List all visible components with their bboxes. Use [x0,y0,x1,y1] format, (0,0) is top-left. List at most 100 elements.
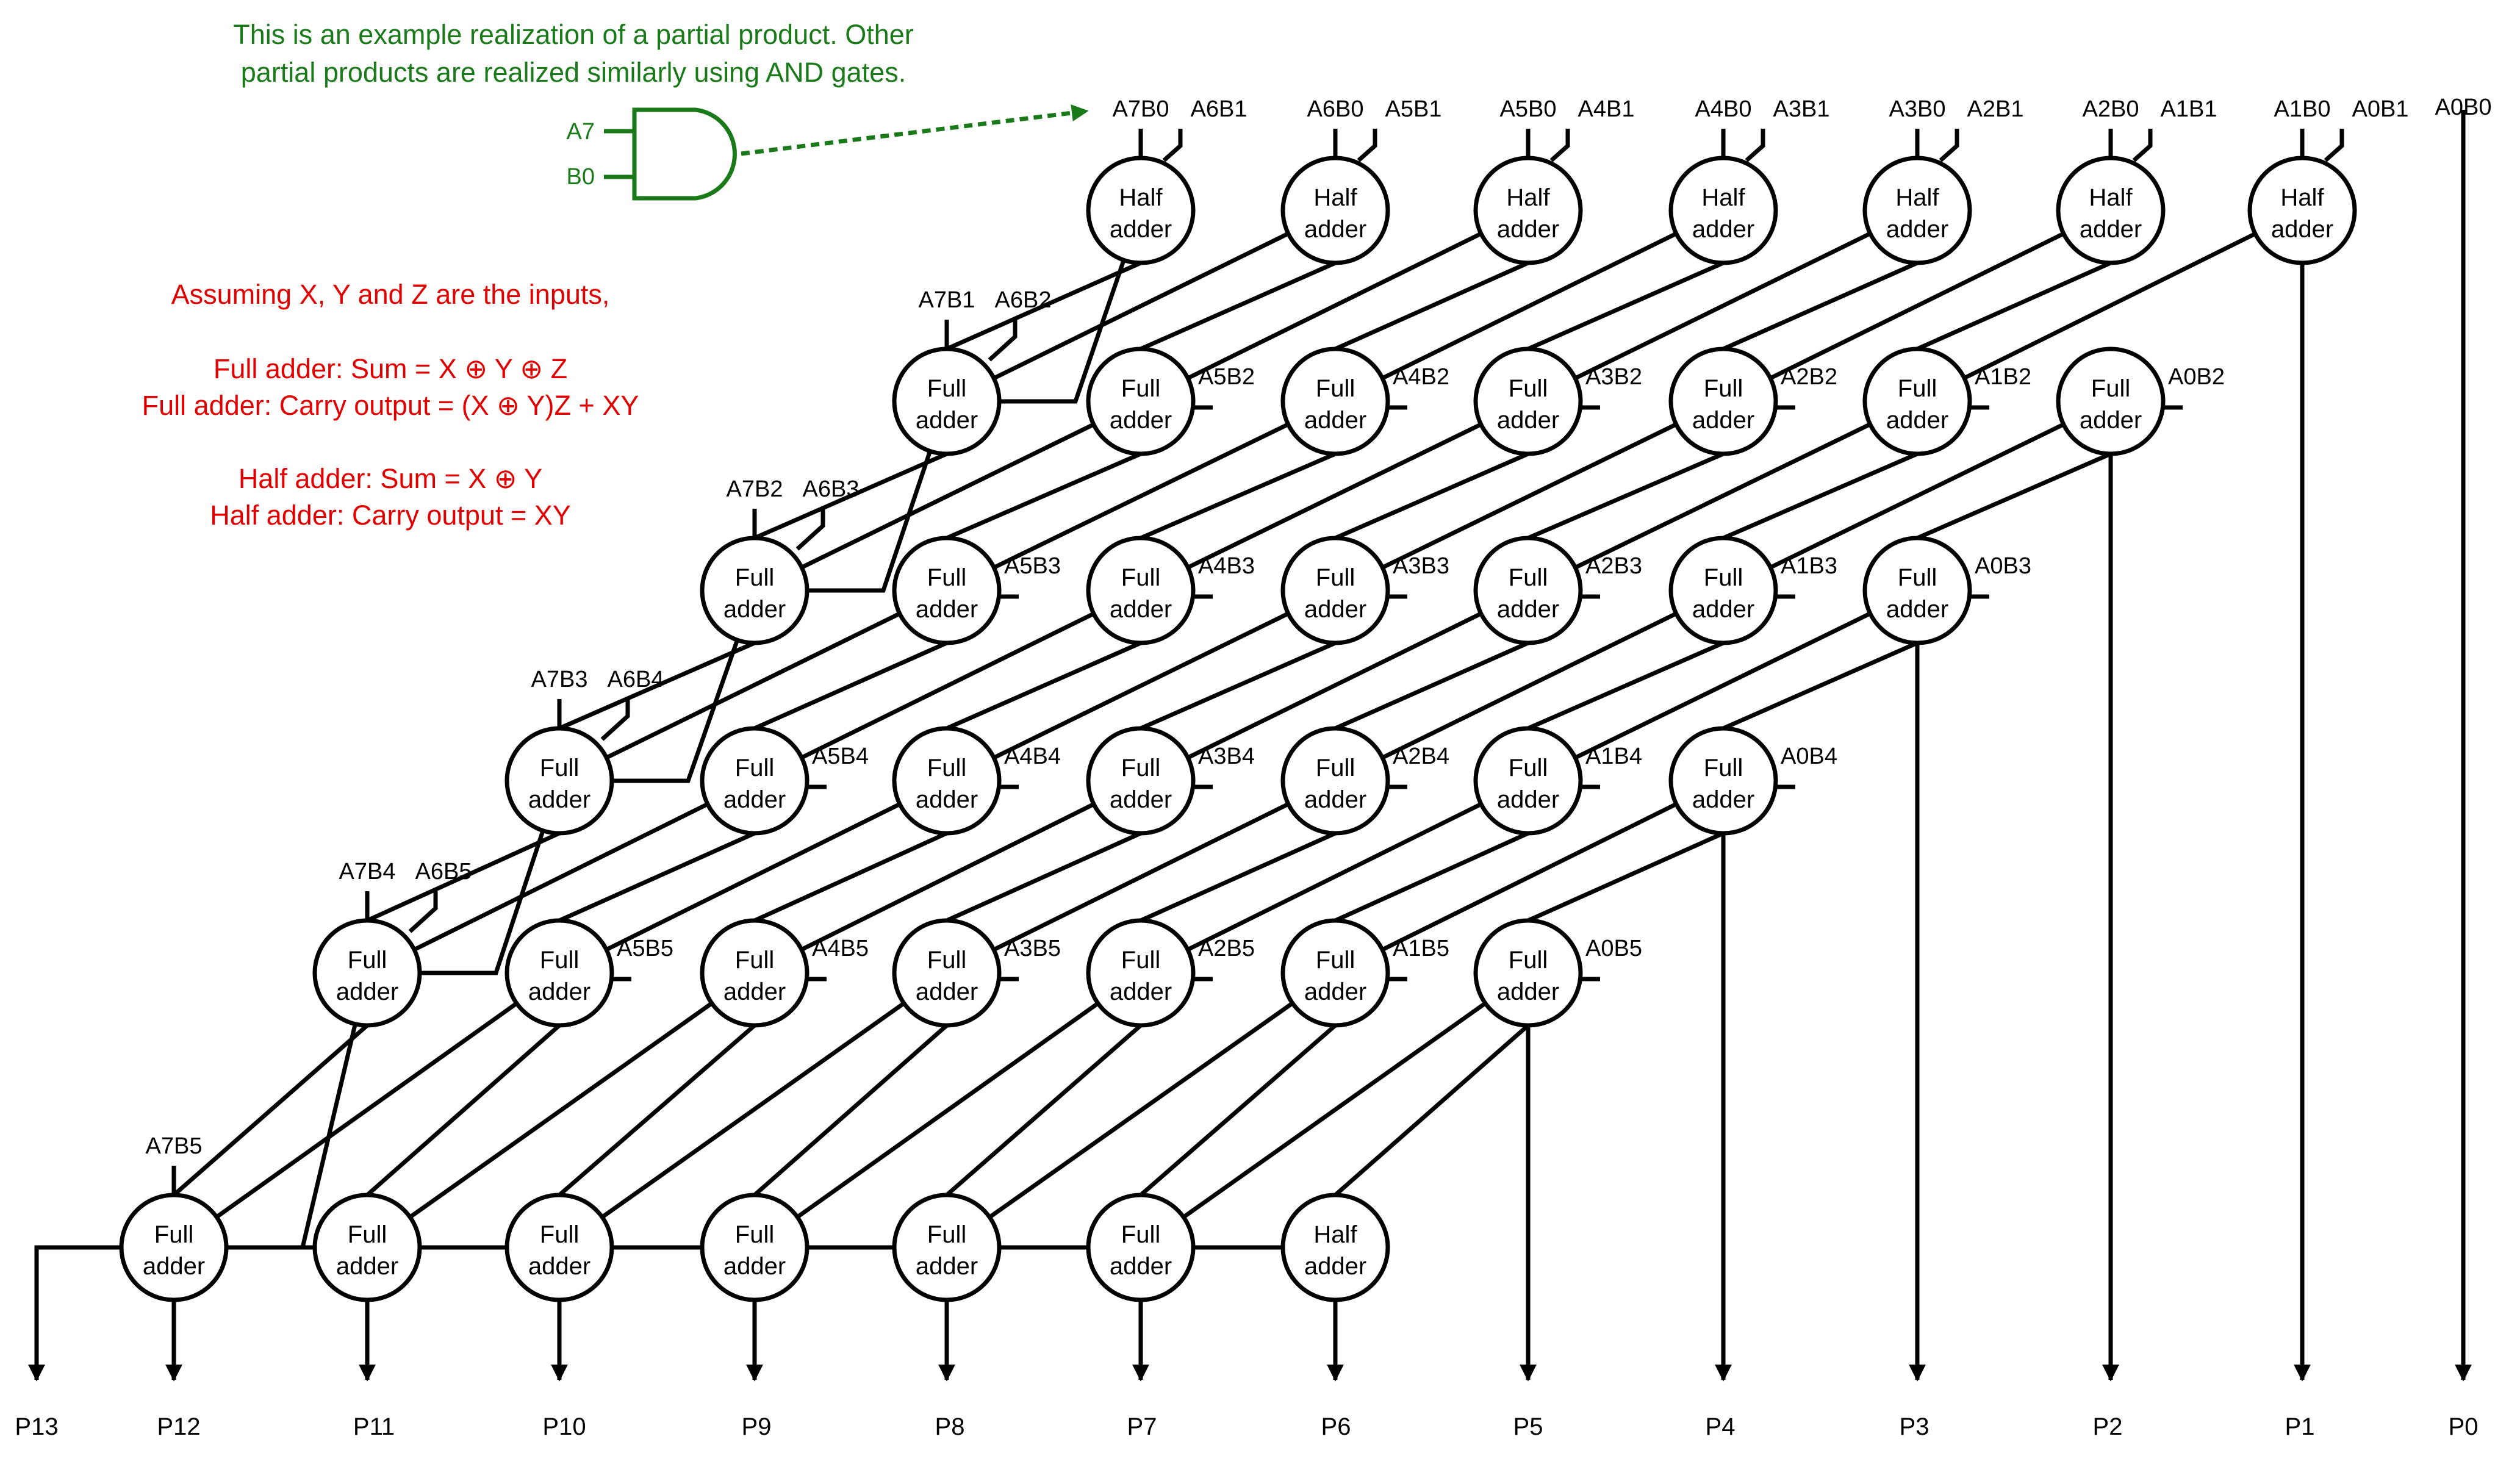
carry-wire [1574,611,1872,760]
carry-wire [796,1001,1099,1219]
sum-wire [558,1024,756,1197]
side-input-wire [1549,129,1570,162]
product-bit-p2: P2 [2093,1413,2123,1440]
half-adder-node: Half adder [1473,156,1583,265]
adder-circle [312,1193,422,1302]
carry-wire [1963,232,2256,380]
adder-label-line2: adder [2271,216,2333,243]
adder-label-line1: Full [1509,947,1548,974]
gate-output-arrow [741,104,1089,156]
green-note-line2: partial products are realized similarly … [241,57,906,88]
carry-wire [800,802,1095,952]
adder-label-line2: adder [528,786,591,813]
partial-product-label: A1B2 [1975,364,2031,390]
sum-wire [1916,451,2112,540]
carry-wire [1381,802,1678,952]
sum-wire [1334,1024,1530,1197]
adder-label-line2: adder [1497,407,1559,434]
adder-label-line1: Full [348,1221,387,1248]
adder-label-line1: Half [1313,184,1357,211]
adder-label-line1: Full [348,947,387,974]
carry-wire [1186,802,1482,952]
adder-circle [1280,346,1390,456]
partial-product-label: A7B2 [727,476,783,502]
partial-product-label: A1B3 [1781,553,1837,579]
carry-wire [413,802,709,952]
adder-label-line2: adder [1692,407,1754,434]
adder-label-line1: Full [1316,375,1355,402]
adder-label-line1: Full [927,375,966,402]
sum-wire [1334,831,1529,923]
adder-node-layer: HalfadderHalfadderHalfadderHalfadderHalf… [119,156,2357,1302]
adder-label-line2: adder [1304,978,1366,1005]
adder-circle [1280,536,1390,645]
adder-label-line2: adder [916,1253,978,1280]
half-adder-sum-formula: Half adder: Sum = X ⊕ Y [239,463,542,494]
sum-wire [1140,831,1337,923]
gate-input-b0: B0 [567,164,595,190]
product-bit-p10: P10 [542,1413,586,1440]
partial-product-label: A6B0 [1307,96,1364,122]
sum-wire [753,640,948,731]
partial-product-label: A5B3 [1004,553,1061,579]
carry-wire [993,231,1290,381]
adder-circle [1086,726,1196,836]
partial-product-label: A3B1 [1773,96,1830,122]
sum-wire [946,640,1142,731]
adder-label-line1: Full [735,1221,774,1248]
carry-wire [1186,611,1482,760]
sum-wire [945,1024,1143,1197]
carry-wire [1182,1001,1487,1219]
partial-product-label: A3B0 [1889,96,1946,122]
adder-circle [1668,536,1778,645]
partial-product-label: A1B4 [1585,744,1642,769]
assumption-note: Assuming X, Y and Z are the inputs, [171,279,610,310]
sum-wire [172,1024,369,1197]
product-bit-p0: P0 [2449,1413,2479,1440]
sum-wire [1527,260,1725,351]
adder-label-line1: Full [927,564,966,591]
side-input-wire [1745,129,1765,162]
adder-label-line2: adder [1110,407,1172,434]
adder-label-line2: adder [723,978,786,1005]
carry-wire [1769,422,2065,570]
adder-circle [1668,346,1778,456]
adder-label-line1: Half [1506,184,1550,211]
adder-label-line1: Full [1316,755,1355,781]
adder-circle [1086,918,1196,1028]
adder-label-line1: Full [1121,755,1160,781]
partial-product-label: A7B1 [919,287,975,313]
adder-circle [892,346,1002,456]
partial-product-label: A0B2 [2168,364,2225,390]
adder-label-line1: Full [735,564,774,591]
adder-label-line2: adder [528,1253,591,1280]
adder-label-line1: Half [1313,1221,1357,1248]
product-bit-p12: P12 [157,1413,200,1440]
adder-circle [700,1193,809,1302]
gate-input-a7: A7 [567,119,595,145]
green-note-line1: This is an example realization of a part… [233,19,914,50]
adder-label-line2: adder [1497,216,1559,243]
carry-wire [807,450,932,593]
carry-wire [420,830,545,975]
product-bit-p3: P3 [1900,1413,1929,1440]
carry-wire [800,611,1095,760]
side-input-wire [1162,129,1183,162]
partial-product-label: A2B0 [2083,96,2139,122]
adder-label-line2: adder [916,978,978,1005]
sum-wire [1527,831,1725,923]
sum-wire [1140,640,1337,731]
